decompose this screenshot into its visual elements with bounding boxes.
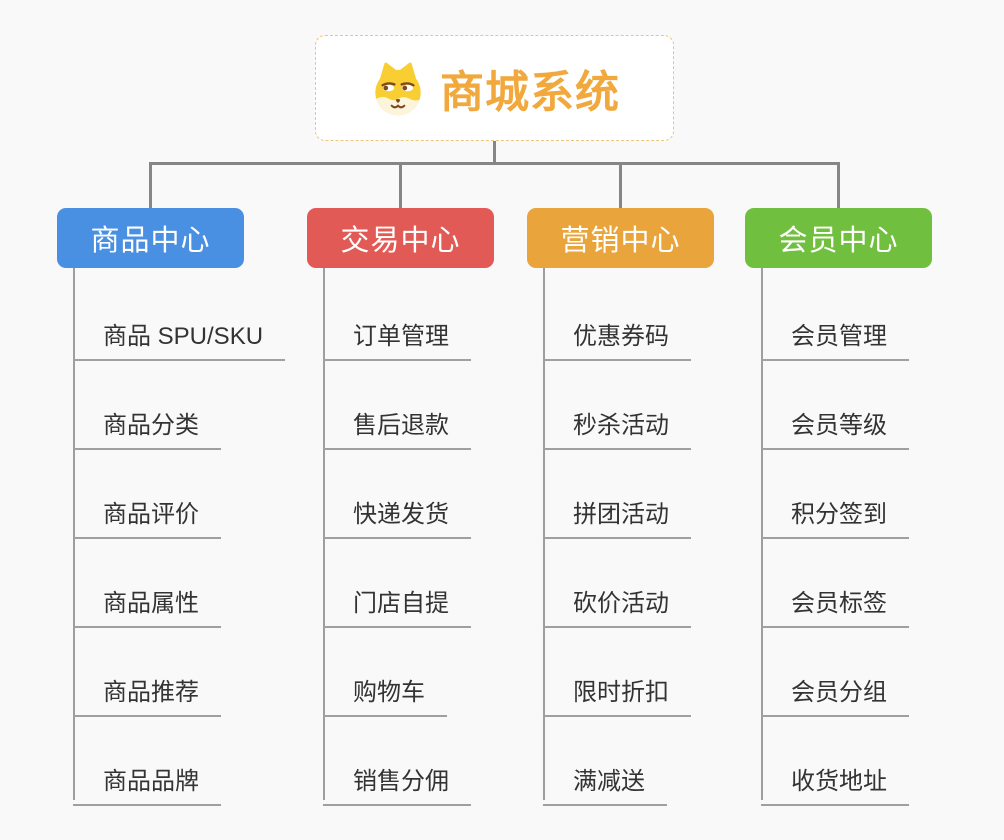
branch-item[interactable]: 会员分组 (761, 672, 909, 717)
branch-item[interactable]: 商品分类 (73, 405, 221, 450)
connector-branch-spine (73, 268, 75, 800)
branch-header-4[interactable]: 会员中心 (745, 208, 932, 268)
branch-item[interactable]: 优惠券码 (543, 316, 691, 361)
branch-header-label: 营销中心 (560, 225, 681, 257)
branch-item[interactable]: 积分签到 (761, 494, 909, 539)
connector-branch-spine (761, 268, 763, 800)
branch-item[interactable]: 商品评价 (73, 494, 221, 539)
connector-root-stub (493, 141, 496, 165)
branch-item[interactable]: 收货地址 (761, 761, 909, 806)
branch-item[interactable]: 会员等级 (761, 405, 909, 450)
branch-item[interactable]: 销售分佣 (323, 761, 471, 806)
branch-header-2[interactable]: 交易中心 (307, 208, 494, 268)
connector-branch-drop (619, 162, 622, 208)
connector-bus (149, 162, 840, 165)
branch-item[interactable]: 商品品牌 (73, 761, 221, 806)
connector-branch-spine (323, 268, 325, 800)
branch-header-label: 交易中心 (340, 225, 461, 257)
dog-face-icon (375, 62, 421, 116)
branch-item[interactable]: 满减送 (543, 761, 667, 806)
branch-item[interactable]: 商品 SPU/SKU (73, 316, 286, 361)
root-title: 商城系统 (440, 68, 620, 117)
branch-header-3[interactable]: 营销中心 (527, 208, 714, 268)
root-node[interactable]: 商城系统 (315, 35, 674, 141)
branch-header-1[interactable]: 商品中心 (57, 208, 244, 268)
branch-item[interactable]: 会员标签 (761, 583, 909, 628)
branch-header-label: 商品中心 (90, 225, 211, 257)
branch-item[interactable]: 订单管理 (323, 316, 471, 361)
branch-item[interactable]: 快递发货 (323, 494, 471, 539)
branch-item[interactable]: 商品属性 (73, 583, 221, 628)
connector-branch-drop (149, 162, 152, 208)
branch-item[interactable]: 拼团活动 (543, 494, 691, 539)
branch-item[interactable]: 会员管理 (761, 316, 909, 361)
connector-branch-spine (543, 268, 545, 800)
branch-item[interactable]: 购物车 (323, 672, 447, 717)
connector-branch-drop (837, 162, 840, 208)
branch-item[interactable]: 门店自提 (323, 583, 471, 628)
branch-item[interactable]: 砍价活动 (543, 583, 691, 628)
branch-item[interactable]: 售后退款 (323, 405, 471, 450)
connector-branch-drop (399, 162, 402, 208)
branch-header-label: 会员中心 (778, 225, 899, 257)
branch-item[interactable]: 商品推荐 (73, 672, 221, 717)
branch-item[interactable]: 限时折扣 (543, 672, 691, 717)
branch-item[interactable]: 秒杀活动 (543, 405, 691, 450)
